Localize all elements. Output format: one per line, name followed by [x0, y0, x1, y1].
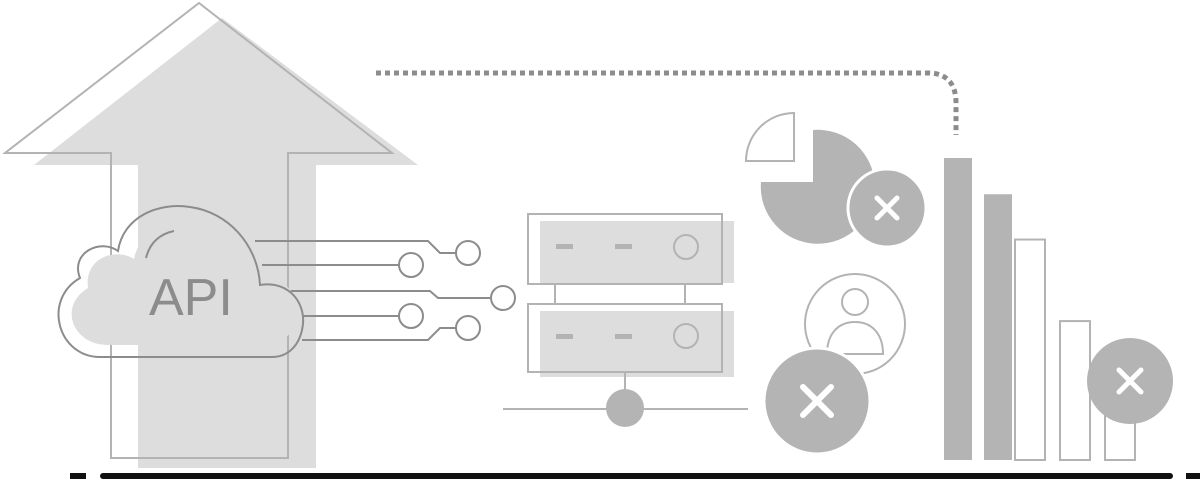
- connector-node: [398, 303, 424, 329]
- server-unit-outline: [527, 213, 723, 285]
- connector-node: [455, 240, 481, 266]
- connector-node: [455, 315, 481, 341]
- error-x-icon: [846, 167, 928, 249]
- server-slot-indicator: [615, 244, 632, 249]
- cloud-icon: API: [57, 205, 305, 358]
- connector-node: [398, 252, 424, 278]
- user-body: [825, 320, 885, 355]
- error-x-mark: [800, 384, 834, 418]
- cloud-highlight-arc: [145, 230, 175, 259]
- bar-chart-icon: [944, 158, 1136, 462]
- connector-lines: [255, 240, 490, 341]
- connector-node: [490, 285, 516, 311]
- pie-main-sector: [760, 129, 875, 244]
- upload-arrow-outline: [2, 1, 395, 459]
- bar-filled: [944, 158, 972, 460]
- error-x-mark: [1116, 367, 1144, 395]
- connector-line-1: [255, 240, 456, 254]
- connector-nodes: [398, 240, 516, 341]
- bar-outline: [1014, 238, 1046, 461]
- bar-filled: [984, 194, 1012, 461]
- error-x-icon: [1087, 338, 1173, 424]
- cloud-outline: [57, 205, 305, 358]
- server-unit-top: [527, 213, 734, 285]
- server-slot-indicator: [615, 334, 632, 339]
- server-unit-bottom: [527, 303, 734, 377]
- server-network-node: [606, 389, 644, 427]
- server-unit-shadow: [540, 311, 734, 377]
- cloud-shadow: [71, 216, 297, 345]
- server-slot-indicator: [556, 244, 573, 249]
- connector-line-5: [302, 327, 456, 341]
- pie-chart-icon: [744, 111, 875, 244]
- server-power-button: [673, 234, 699, 260]
- user-head: [841, 288, 869, 316]
- connector-line-3: [290, 290, 490, 299]
- server-slot-indicator: [556, 334, 573, 339]
- error-x-mark: [874, 195, 900, 221]
- dotted-connection-line: [376, 70, 959, 135]
- server-rack-icon: [503, 213, 748, 427]
- bar-outline: [1059, 320, 1091, 461]
- cloud-api-label: API: [149, 269, 233, 327]
- pie-slice-outline: [744, 111, 795, 162]
- server-power-button: [673, 323, 699, 349]
- server-unit-shadow: [540, 221, 734, 283]
- error-x-icon: [762, 346, 872, 456]
